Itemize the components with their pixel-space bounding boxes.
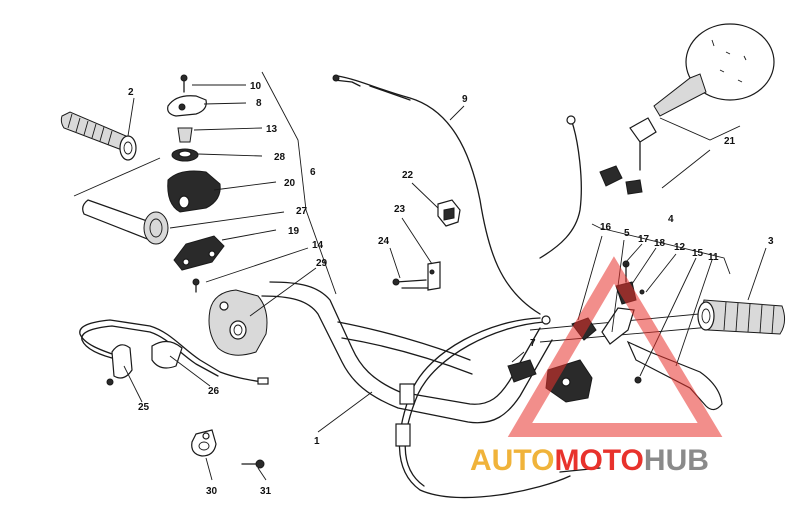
- label-25: 25: [138, 402, 150, 413]
- clutch-cable: [395, 315, 601, 499]
- label-28: 28: [274, 152, 286, 163]
- label-5: 5: [624, 228, 630, 239]
- throttle-tube: [82, 199, 169, 245]
- throttle-housing-parts: [167, 74, 225, 293]
- handlebar: [261, 281, 723, 424]
- label-14: 14: [312, 240, 324, 251]
- label-7: 7: [530, 338, 536, 349]
- label-27: 27: [296, 206, 308, 217]
- part-labels: 1 2 3 4 5 6 7 8 9 10 11 12 13 14 15 16 1…: [128, 81, 774, 497]
- label-30: 30: [206, 486, 218, 497]
- label-22: 22: [402, 170, 414, 181]
- bracket-and-screw: [191, 429, 265, 469]
- label-16: 16: [600, 222, 612, 233]
- switch-block: [208, 289, 268, 356]
- label-13: 13: [266, 124, 278, 135]
- watermark-text-hub: HUB: [644, 444, 709, 477]
- label-11: 11: [708, 252, 719, 263]
- label-4: 4: [668, 214, 674, 225]
- cable-clamp-parts: [392, 199, 461, 291]
- label-26: 26: [208, 386, 220, 397]
- mirror: [599, 23, 775, 195]
- label-12: 12: [674, 242, 686, 253]
- label-2: 2: [128, 87, 134, 98]
- label-29: 29: [316, 258, 328, 269]
- throttle-cable: [332, 74, 582, 315]
- label-6: 6: [310, 167, 316, 178]
- label-3: 3: [768, 236, 774, 247]
- watermark-text-auto: AUTO: [470, 444, 554, 477]
- watermark-triangle-logo: [507, 256, 723, 437]
- label-21: 21: [724, 136, 736, 147]
- label-1: 1: [314, 436, 320, 447]
- watermark-text-moto: MOTO: [554, 444, 643, 477]
- label-20: 20: [284, 178, 296, 189]
- left-grip: [60, 111, 137, 161]
- kill-switch-wiring: [79, 319, 269, 386]
- leader-lines: [73, 71, 767, 481]
- label-10: 10: [250, 81, 262, 92]
- label-9: 9: [462, 94, 468, 105]
- watermark: AUTOMOTOHUB: [470, 256, 723, 477]
- label-24: 24: [378, 236, 390, 247]
- right-grip: [697, 299, 786, 335]
- label-18: 18: [654, 238, 666, 249]
- label-15: 15: [692, 248, 704, 259]
- label-31: 31: [260, 486, 272, 497]
- label-8: 8: [256, 98, 262, 109]
- watermark-text: AUTOMOTOHUB: [470, 444, 709, 477]
- label-17: 17: [638, 234, 650, 245]
- label-23: 23: [394, 204, 406, 215]
- label-19: 19: [288, 226, 300, 237]
